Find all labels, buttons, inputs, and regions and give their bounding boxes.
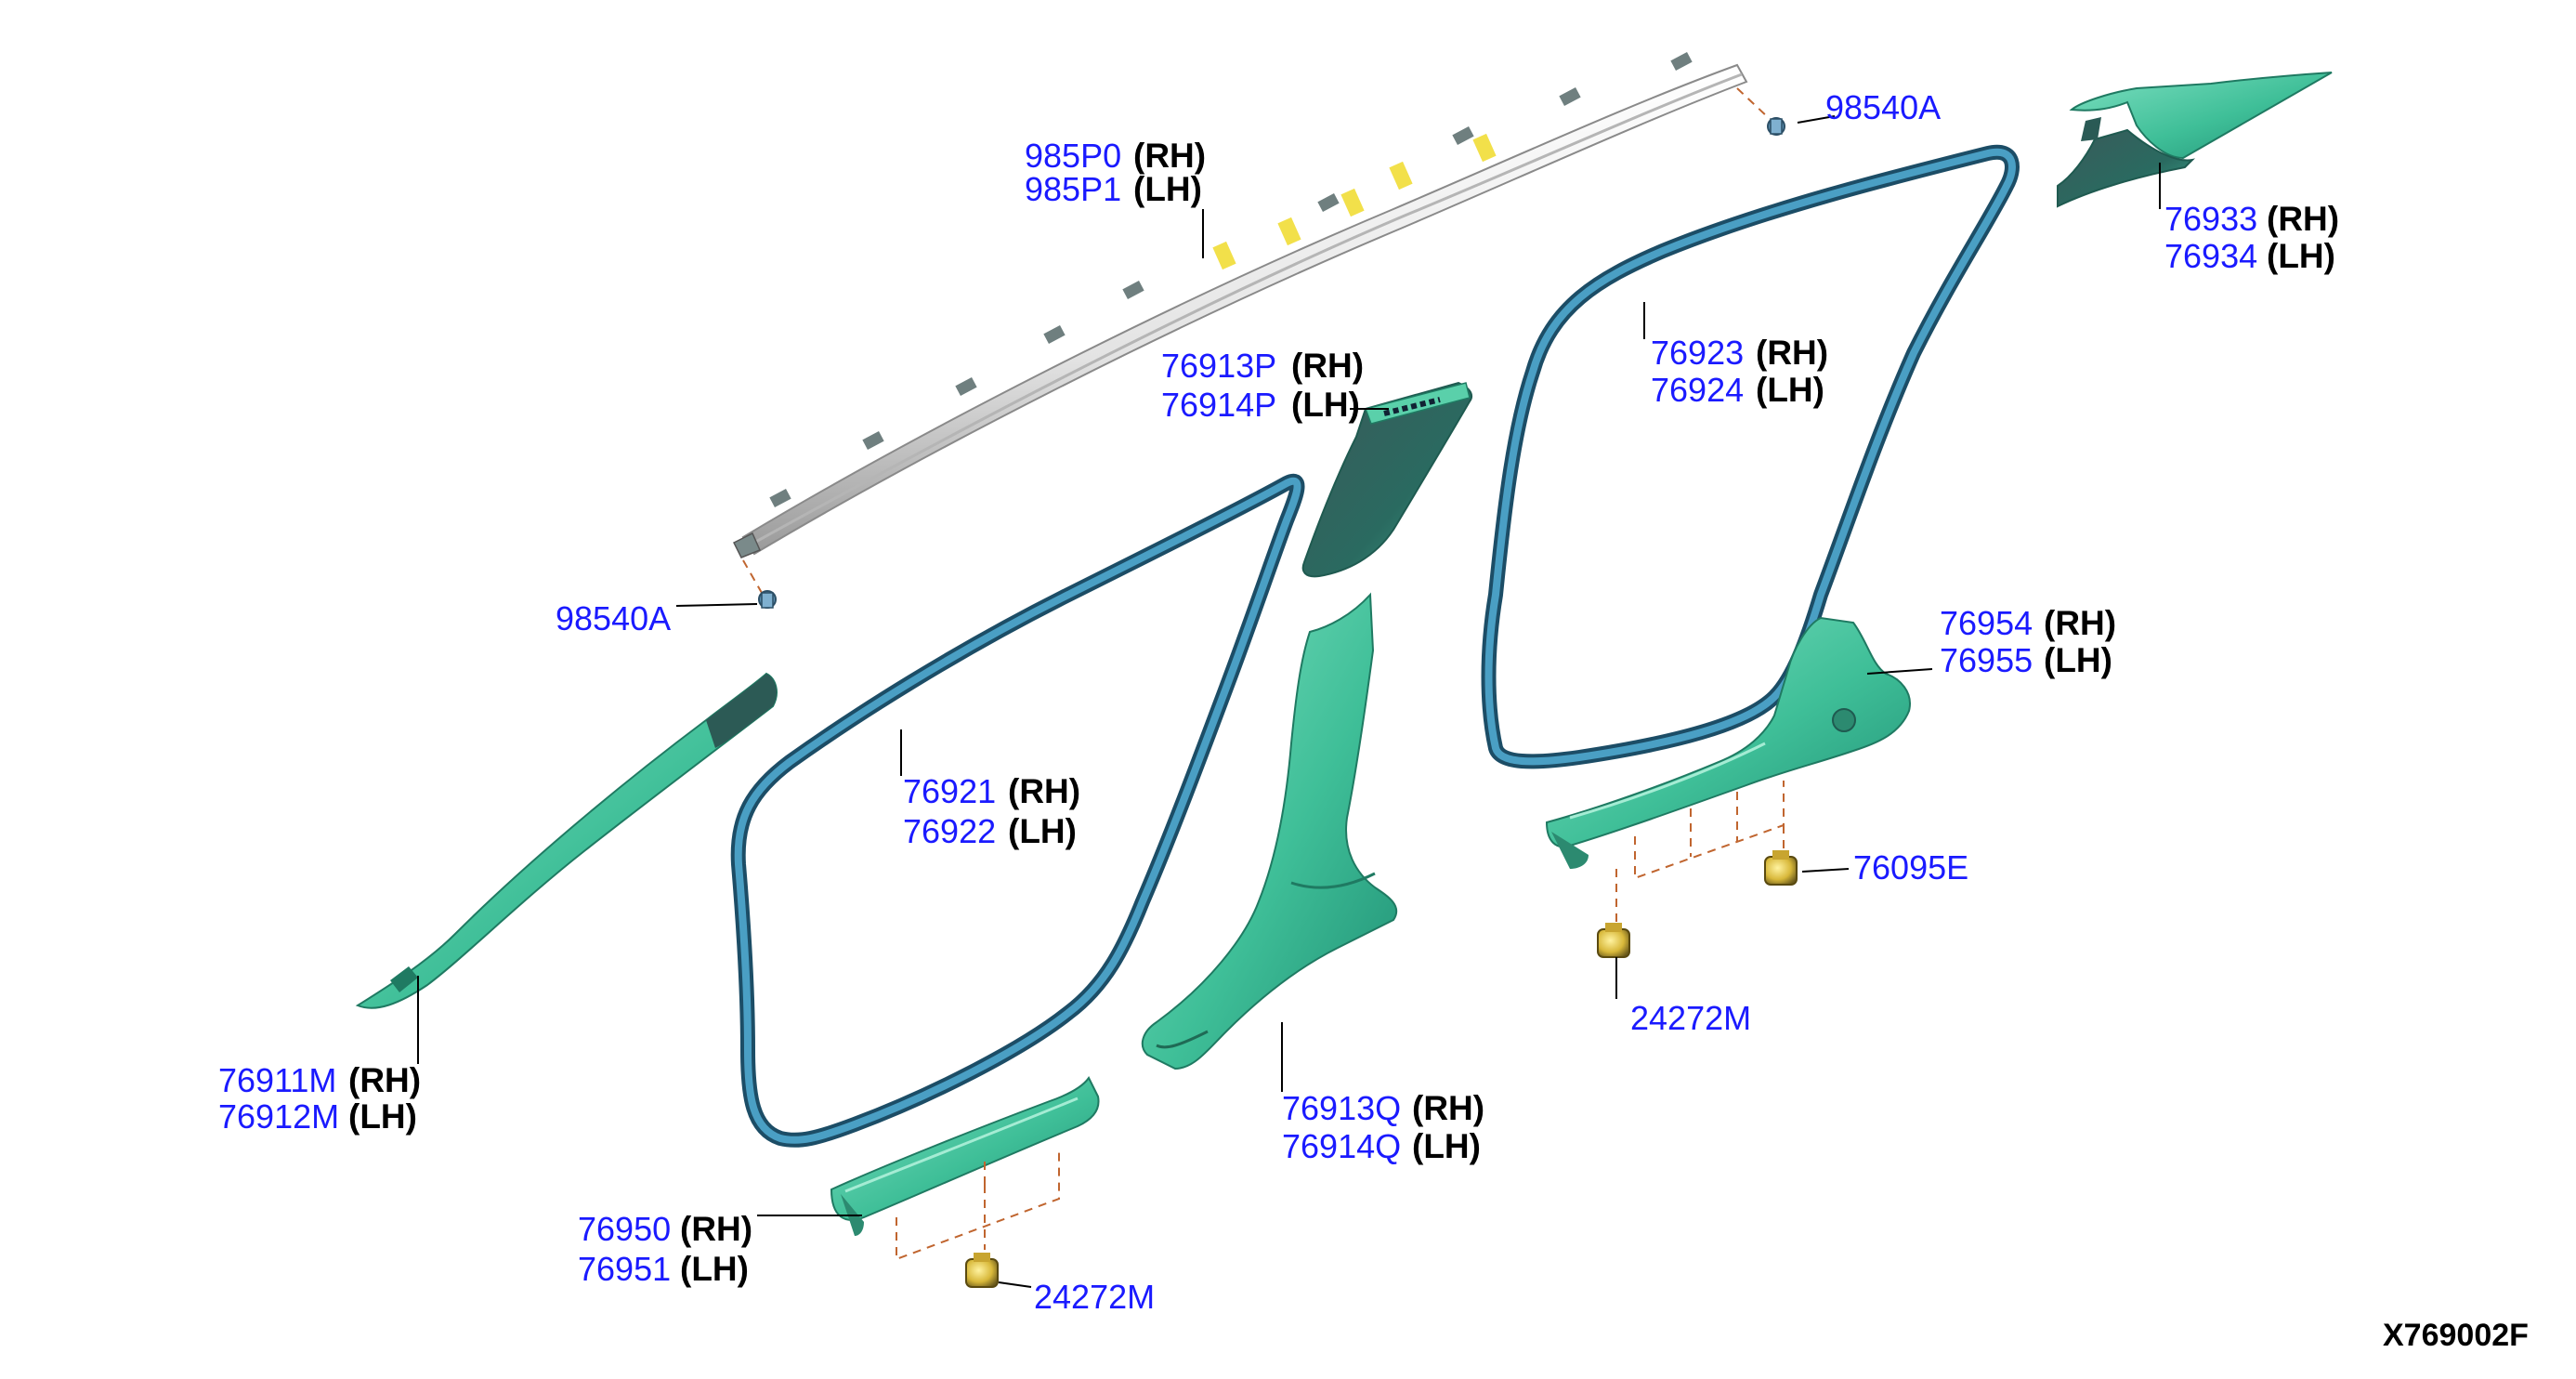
callout-clip-front: 24272M [1034,1278,1155,1316]
side-lh-label: (LH) [1008,812,1077,850]
bolt-left-icon [742,559,777,609]
callout-rear-quarter: 76933 (RH) 76934 (LH) [2164,200,2339,275]
part-number-rh: 76923 [1651,334,1744,372]
part-number-rh: 76913Q [1282,1089,1401,1127]
side-rh-label: (RH) [1133,137,1206,175]
callout-rear-weatherstrip: 76923 (RH) 76924 (LH) [1651,334,1828,409]
part-number-rh: 76921 [903,772,996,810]
bolt-right-icon [1736,87,1785,136]
center-pillar-upper-trim [1301,381,1473,578]
callout-clip-rear: 76095E [1853,848,1968,886]
side-rh-label: (RH) [1756,334,1828,372]
callout-front-kicking-plate: 76950 (RH) 76951 (LH) [578,1210,752,1288]
part-number-rh: 76913P [1161,347,1276,385]
callout-bolt-right: 98540A [1825,88,1941,126]
callout-front-weatherstrip: 76921 (RH) 76922 (LH) [903,772,1080,850]
rear-kicking-plate [1545,616,1911,869]
part-number-rh: 76911M [218,1061,336,1099]
side-rh-label: (RH) [2044,604,2116,642]
side-rh-label: (RH) [2267,200,2339,238]
part-number-lh: 76914Q [1282,1127,1401,1165]
front-pillar-trim [355,672,778,1009]
part-number-lh: 76912M [218,1097,339,1136]
part-number-lh: 76955 [1940,641,2033,679]
side-rh-label: (RH) [1008,772,1080,810]
part-number-lh: 76951 [578,1250,671,1288]
side-lh-label: (LH) [2267,237,2335,275]
side-rh-label: (RH) [348,1061,421,1099]
install-guide-lines [896,781,1785,1261]
diagram-reference-id: X769002F [2383,1318,2529,1353]
side-lh-label: (LH) [680,1250,749,1288]
clip-rear-icon [1764,850,1798,886]
callout-rear-kicking-plate: 76954 (RH) 76955 (LH) [1940,604,2116,679]
part-number-lh: 76924 [1651,371,1744,409]
front-kicking-plate [830,1076,1100,1236]
callout-clip-mid: 24272M [1630,999,1751,1037]
side-lh-label: (LH) [2044,641,2112,679]
callout-bolt-left: 98540A [556,599,671,637]
side-rh-label: (RH) [1291,347,1364,385]
part-number-rh: 76954 [1940,604,2033,642]
clip-front-icon [965,1253,999,1288]
part-number-rh: 76950 [578,1210,671,1248]
callout-center-pillar-lower: 76913Q (RH) 76914Q (LH) [1282,1089,1484,1165]
side-lh-label: (LH) [1133,170,1202,208]
side-lh-label: (LH) [1291,386,1360,424]
clip-mid-icon [1597,923,1630,958]
front-door-weatherstrip [730,473,1305,1148]
part-number-lh: 76922 [903,812,996,850]
rear-door-weatherstrip [1481,144,2020,769]
center-pillar-lower-trim [1141,592,1398,1070]
part-number-rh: 76933 [2164,200,2257,238]
part-number-lh: 76934 [2164,237,2257,275]
callout-center-pillar-upper: 76913P (RH) 76914P (LH) [1161,347,1364,424]
side-lh-label: (LH) [1412,1127,1481,1165]
side-lh-label: (LH) [1756,371,1824,409]
side-rh-label: (RH) [1412,1089,1484,1127]
callout-front-pillar: 76911M (RH) 76912M (LH) [218,1061,421,1136]
curtain-airbag [732,52,1748,558]
part-number-lh: 76914P [1161,386,1276,424]
rear-quarter-trim [2057,72,2333,208]
part-number-lh: 985P1 [1025,170,1121,208]
leader-lines [417,115,2161,1288]
side-rh-label: (RH) [680,1210,752,1248]
side-lh-label: (LH) [348,1097,417,1136]
callout-airbag: 985P0 (RH) 985P1 (LH) [1025,137,1206,208]
part-number-rh: 985P0 [1025,137,1121,175]
